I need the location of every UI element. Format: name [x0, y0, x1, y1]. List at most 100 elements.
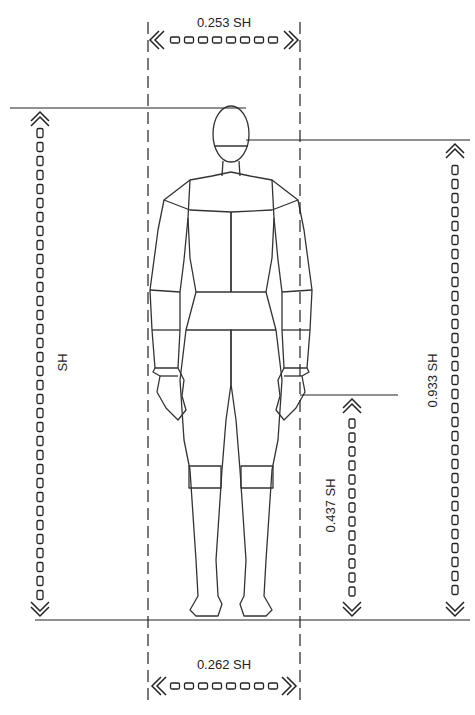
arrow-shaft-link [452, 348, 458, 357]
arrow-shaft-link [37, 353, 43, 362]
arrow-shaft-link [37, 185, 43, 194]
arrow-shaft-link [349, 531, 355, 540]
arrow-shaft-link [452, 586, 458, 595]
arrow-shaft-link [37, 143, 43, 152]
arrow-shaft-link [37, 157, 43, 166]
arrow-shaft-link [37, 507, 43, 516]
arrow-shaft-link [452, 516, 458, 525]
dimension-label: 0.253 SH [197, 16, 251, 29]
dimension-label: SH [56, 353, 69, 371]
arrow-shaft-link [185, 37, 194, 43]
arrow-shaft-link [349, 489, 355, 498]
arrow-shaft-link [37, 535, 43, 544]
arrow-shaft-link [349, 545, 355, 554]
arrow-shaft-link [349, 559, 355, 568]
arrow-shaft-link [452, 418, 458, 427]
arrow-shaft-link [227, 37, 236, 43]
arrow-shaft-link [37, 325, 43, 334]
arrow-shaft-link [37, 213, 43, 222]
arrow-shaft-link [37, 549, 43, 558]
arrow-shaft-link [452, 390, 458, 399]
arrow-head [282, 677, 291, 695]
arrow-shaft-link [213, 683, 222, 689]
arrow-shaft-link [452, 334, 458, 343]
arrow-head [31, 602, 49, 611]
arrow-shaft-link [349, 475, 355, 484]
arrow-shaft-link [349, 419, 355, 428]
arrow-shaft-link [452, 320, 458, 329]
arrow-head [343, 602, 361, 611]
arrow-shaft-link [349, 447, 355, 456]
arrow-shaft-link [349, 503, 355, 512]
reference-lines [10, 22, 470, 700]
arrow-head [446, 149, 464, 158]
arrow-shaft-link [37, 367, 43, 376]
ground-line [35, 619, 470, 620]
arrow-head [31, 117, 49, 126]
arrow-shaft-link [37, 129, 43, 138]
arrow-shaft-link [37, 171, 43, 180]
top-line [10, 107, 246, 108]
hand-line [300, 394, 398, 395]
arrow-shaft-link [213, 37, 222, 43]
arrow-shaft-link [452, 376, 458, 385]
arrow-head [446, 602, 464, 611]
arrow-shaft-link [452, 250, 458, 259]
human-figure [150, 106, 312, 616]
arrow-shaft-link [37, 269, 43, 278]
arrow-shaft-link [452, 292, 458, 301]
arrow-shaft-link [37, 199, 43, 208]
arrow-shaft-link [452, 194, 458, 203]
arrow-shaft-link [452, 474, 458, 483]
arrow-shaft-link [452, 236, 458, 245]
arrow-shaft-link [452, 278, 458, 287]
arrow-shaft-link [37, 479, 43, 488]
arrow-shaft-link [269, 37, 278, 43]
arrow-shaft-link [227, 683, 236, 689]
arrow-shaft-link [452, 180, 458, 189]
arrow-head [155, 31, 164, 49]
arrow-shaft-link [37, 297, 43, 306]
arrow-shaft-link [452, 362, 458, 371]
arrow-shaft-link [452, 544, 458, 553]
arrow-shaft-link [241, 683, 250, 689]
arrow-shaft-link [171, 37, 180, 43]
body-left [150, 172, 231, 616]
arrow-shaft-link [37, 493, 43, 502]
arrow-shaft-link [349, 517, 355, 526]
arrow-shaft-link [37, 451, 43, 460]
arrow-shaft-link [452, 446, 458, 455]
arrow-shaft-link [452, 530, 458, 539]
arrow-shaft-link [349, 573, 355, 582]
arrow-shaft-link [255, 37, 264, 43]
arrow-shaft-link [37, 423, 43, 432]
arrow-shaft-link [199, 683, 208, 689]
arrow-shaft-link [37, 311, 43, 320]
arrow-shaft-link [349, 433, 355, 442]
arrow-shaft-link [37, 227, 43, 236]
arrow-shaft-link [452, 166, 458, 175]
arrow-shaft-link [199, 37, 208, 43]
arrow-head [284, 31, 293, 49]
arrow-head [343, 404, 361, 413]
dimension-label: 0.437 SH [323, 478, 336, 532]
arrow-shaft-link [452, 264, 458, 273]
dimension-arrows [31, 31, 464, 695]
arrow-shaft-link [37, 521, 43, 530]
arrow-shaft-link [37, 241, 43, 250]
arrow-shaft-link [37, 255, 43, 264]
width-line-left [147, 22, 148, 700]
arrow-head [157, 677, 166, 695]
arrow-shaft-link [37, 465, 43, 474]
arrow-shaft-link [452, 432, 458, 441]
arrow-shaft-link [452, 404, 458, 413]
arrow-shaft-link [37, 437, 43, 446]
arrow-shaft-link [452, 572, 458, 581]
arrow-shaft-link [241, 37, 250, 43]
arrow-shaft-link [452, 306, 458, 315]
dimension-label: 0.262 SH [197, 658, 251, 671]
arrow-shaft-link [37, 563, 43, 572]
arrow-shaft-link [452, 558, 458, 567]
